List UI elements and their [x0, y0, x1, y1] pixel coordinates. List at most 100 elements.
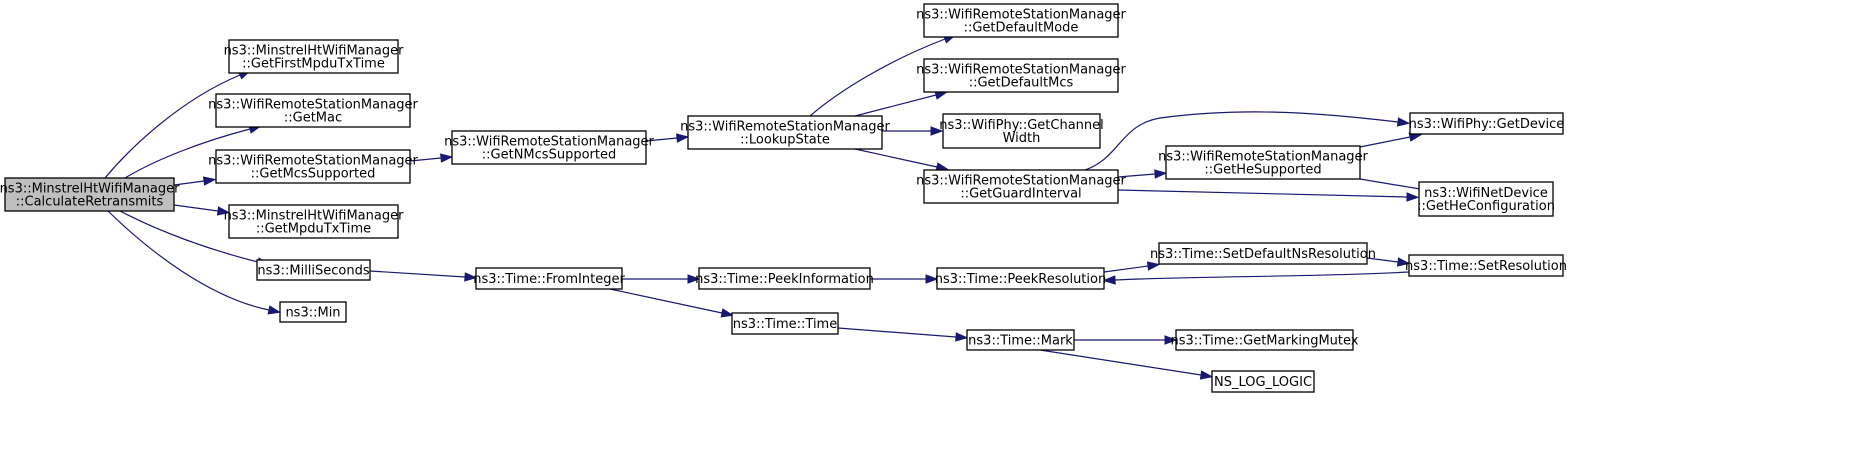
edge-calc_retransmits-to-get_mpdu_tx_time — [173, 204, 231, 216]
edge-get_mcs_supported-to-get_n_mcs_supported — [409, 153, 454, 163]
node-box — [256, 259, 371, 281]
node-box — [942, 113, 1101, 149]
node-min[interactable]: ns3::Min — [279, 301, 347, 323]
edge-line — [1103, 265, 1149, 273]
edge-calc_retransmits-to-min — [107, 210, 282, 315]
node-label-line: ::GetHeConfiguration — [1417, 199, 1555, 214]
node-label-line: ::LookupState — [740, 133, 830, 148]
node-label-line: ns3::Time::PeekInformation — [695, 272, 874, 287]
edge-arrowhead — [1396, 257, 1411, 267]
node-get-guard-interval[interactable]: ns3::WifiRemoteStationManager::GetGuardI… — [916, 169, 1127, 204]
edge-line — [854, 148, 938, 168]
edge-line — [1359, 136, 1411, 148]
edge-line — [645, 137, 678, 142]
node-time-mark[interactable]: ns3::Time::Mark — [966, 329, 1075, 351]
edge-line — [609, 288, 723, 314]
edge-line — [1084, 111, 1399, 171]
node-label-line: ::GetHeSupported — [1204, 163, 1321, 178]
node-box — [698, 267, 871, 290]
node-get-mac[interactable]: ns3::WifiRemoteStationManager::GetMac — [208, 93, 419, 128]
node-label-line: ns3::Time::GetMarkingMutex — [1171, 334, 1359, 349]
node-box — [451, 130, 647, 165]
node-box — [1165, 145, 1361, 180]
node-get-first-mpdu-tx-time[interactable]: ns3::MinstrelHtWifiManager::GetFirstMpdu… — [224, 39, 405, 74]
edge-arrowhead — [1146, 261, 1161, 271]
edge-from_integer-to-time_time — [609, 288, 735, 318]
edge-arrowhead — [1102, 275, 1116, 285]
edge-line — [837, 327, 957, 338]
node-box — [475, 267, 623, 290]
edge-lookup_state-to-get_guard_interval — [854, 148, 950, 172]
node-time-time[interactable]: ns3::Time::Time — [731, 312, 839, 335]
node-label-line: ns3::WifiRemoteStationManager — [444, 135, 654, 150]
node-set-default-ns-resolution[interactable]: ns3::Time::SetDefaultNsResolution — [1150, 242, 1376, 265]
node-label-line: ns3::Time::FromInteger — [473, 272, 625, 287]
edge-milliseconds-to-from_integer — [369, 270, 478, 282]
node-from-integer[interactable]: ns3::Time::FromInteger — [473, 267, 625, 290]
node-milliseconds[interactable]: ns3::MilliSeconds — [256, 259, 371, 281]
edge-arrowhead — [1406, 192, 1420, 202]
edge-lookup_state-to-get_default_mcs — [854, 90, 949, 117]
edge-from_integer-to-peek_information — [622, 274, 701, 284]
node-get-he-configuration[interactable]: ns3::WifiNetDevice::GetHeConfiguration — [1417, 181, 1555, 217]
edge-arrowhead — [440, 153, 454, 163]
node-label-line: ns3::Time::SetResolution — [1405, 259, 1567, 274]
edge-arrowhead — [1199, 370, 1214, 380]
node-label-line: Width — [1003, 131, 1041, 146]
node-label-line: ns3::WifiPhy::GetDevice — [1409, 117, 1565, 132]
node-label-line: ns3::Time::SetDefaultNsResolution — [1150, 247, 1376, 262]
node-box — [1158, 242, 1368, 265]
edge-line — [1359, 178, 1421, 190]
edge-arrowhead — [925, 274, 939, 284]
node-label-line: ::CalculateRetransmits — [16, 195, 164, 210]
edge-line — [119, 210, 259, 263]
node-get-mcs-supported[interactable]: ns3::WifiRemoteStationManager::GetMcsSup… — [208, 149, 419, 184]
node-label-line: ns3::WifiRemoteStationManager — [916, 174, 1126, 189]
node-get-mpdu-tx-time[interactable]: ns3::MinstrelHtWifiManager::GetMpduTxTim… — [224, 204, 405, 239]
node-ns-log-logic[interactable]: NS_LOG_LOGIC — [1211, 370, 1315, 393]
node-box — [966, 329, 1075, 351]
node-label-line: ns3::WifiRemoteStationManager — [680, 120, 890, 135]
edge-line — [124, 128, 251, 179]
node-label-line: ::GetFirstMpduTxTime — [242, 57, 385, 72]
node-lookup-state[interactable]: ns3::WifiRemoteStationManager::LookupSta… — [680, 115, 891, 150]
node-box — [1175, 329, 1354, 351]
node-box — [1418, 181, 1554, 217]
node-calc-retransmits[interactable]: ns3::MinstrelHtWifiManager::CalculateRet… — [0, 177, 180, 212]
node-get-device[interactable]: ns3::WifiPhy::GetDevice — [1409, 112, 1565, 135]
node-get-default-mode[interactable]: ns3::WifiRemoteStationManager::GetDefaul… — [916, 3, 1127, 38]
node-label-line: ns3::Time::PeekResolution — [935, 272, 1106, 287]
node-box — [731, 312, 839, 335]
node-label-line: ns3::WifiRemoteStationManager — [208, 98, 418, 113]
edge-get_n_mcs_supported-to-lookup_state — [645, 133, 690, 143]
edge-line — [854, 94, 937, 117]
node-get-marking-mutex[interactable]: ns3::Time::GetMarkingMutex — [1171, 329, 1359, 351]
edge-line — [1117, 189, 1408, 198]
edge-time_time-to-time_mark — [837, 327, 969, 342]
node-box — [215, 149, 411, 184]
node-label-line: ::GetGuardInterval — [960, 187, 1081, 202]
edge-arrowhead — [1154, 169, 1168, 179]
edge-arrowhead — [1164, 335, 1178, 345]
node-label-line: ns3::Time::Mark — [968, 334, 1073, 349]
node-get-default-mcs[interactable]: ns3::WifiRemoteStationManager::GetDefaul… — [916, 58, 1127, 93]
node-box — [215, 93, 411, 128]
edge-lookup_state-to-get_channel_width — [882, 126, 944, 136]
node-peek-information[interactable]: ns3::Time::PeekInformation — [695, 267, 874, 290]
node-get-n-mcs-supported[interactable]: ns3::WifiRemoteStationManager::GetNMcsSu… — [444, 130, 655, 165]
edge-peek_information-to-peek_resolution — [870, 274, 939, 284]
node-label-line: ::GetDefaultMcs — [969, 76, 1074, 91]
node-label-line: ns3::WifiRemoteStationManager — [916, 63, 1126, 78]
edge-line — [809, 38, 946, 117]
edge-get_he_supported-to-get_device — [1359, 132, 1423, 148]
node-label-line: NS_LOG_LOGIC — [1214, 375, 1312, 390]
node-label-line: ns3::WifiRemoteStationManager — [916, 8, 1126, 23]
node-label-line: ns3::Time::Time — [733, 317, 837, 332]
node-get-he-supported[interactable]: ns3::WifiRemoteStationManager::GetHeSupp… — [1158, 145, 1369, 180]
edge-calc_retransmits-to-get_mcs_supported — [173, 176, 217, 186]
node-set-resolution[interactable]: ns3::Time::SetResolution — [1405, 254, 1567, 277]
node-peek-resolution[interactable]: ns3::Time::PeekResolution — [935, 267, 1106, 290]
edge-time_mark-to-ns_log_logic — [1039, 349, 1214, 380]
